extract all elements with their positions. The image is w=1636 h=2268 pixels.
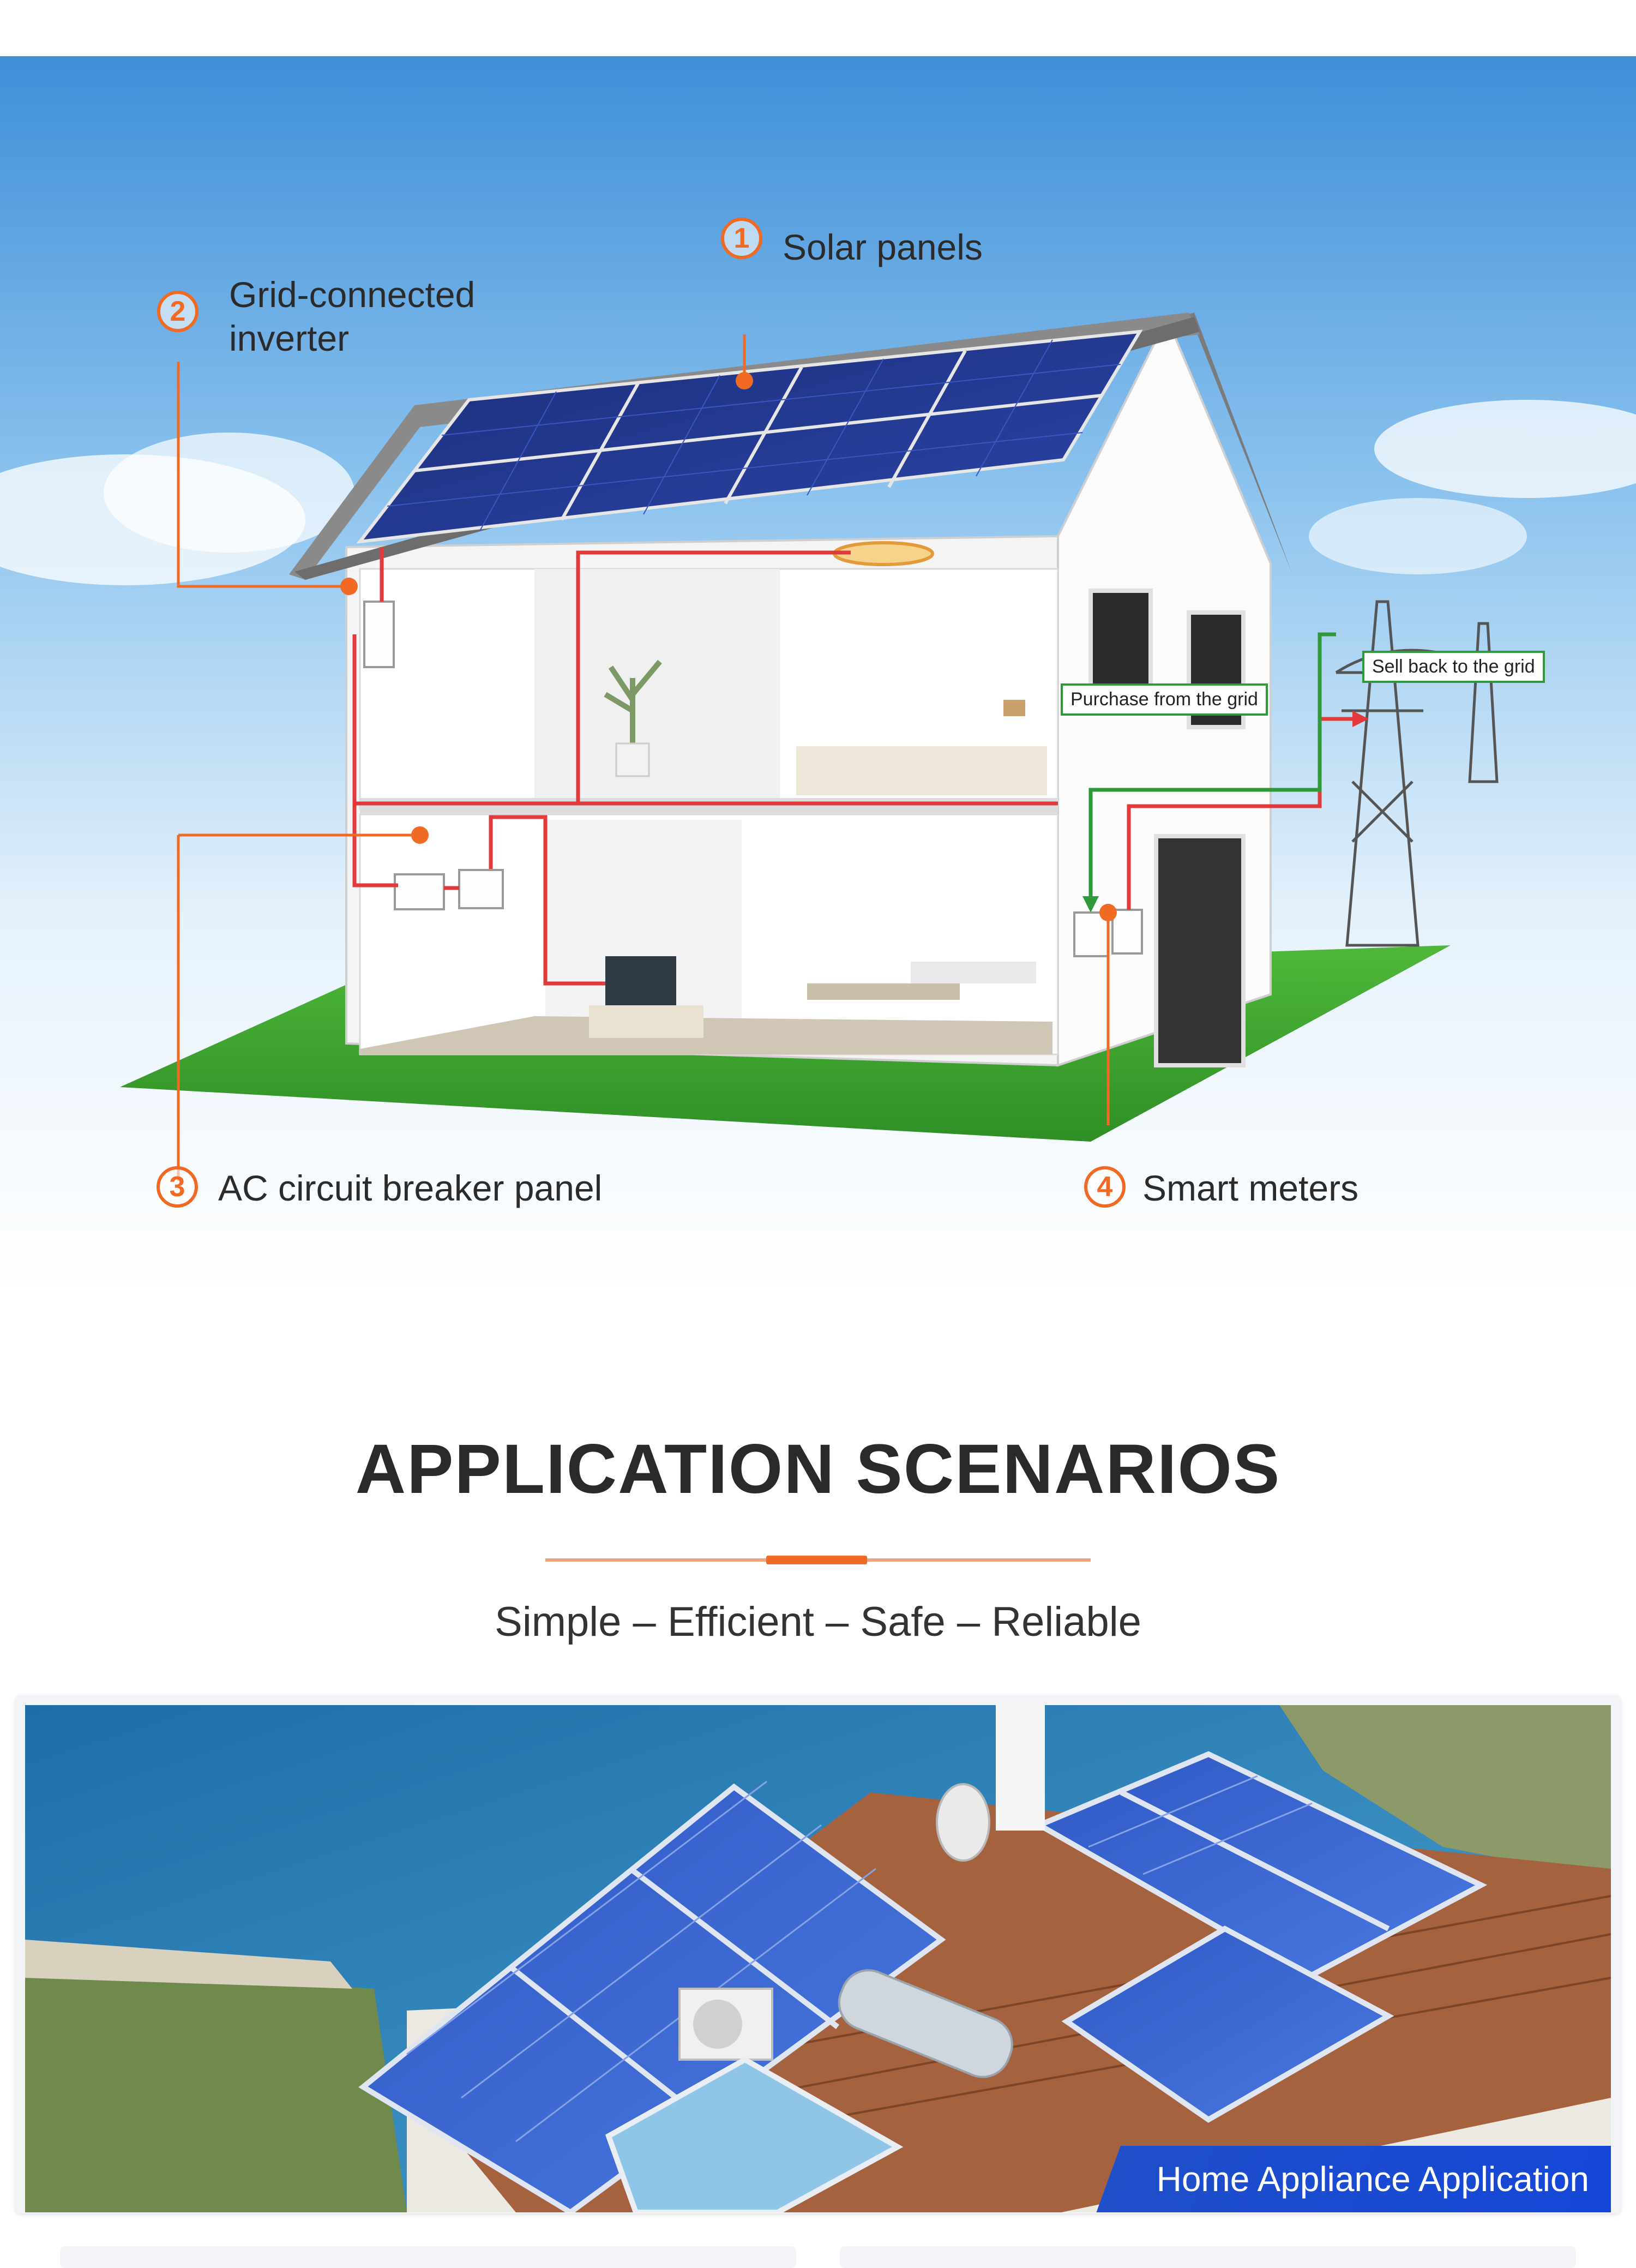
- sell-back-to-grid-tag: Sell back to the grid: [1362, 651, 1545, 683]
- section-subtitle: Simple – Efficient – Safe – Reliable: [495, 1599, 1141, 1645]
- callout-label-smart-meters: Smart meters: [1142, 1168, 1359, 1208]
- rooftop-illustration: [25, 1705, 1611, 2212]
- callout-number-3: 3: [157, 1166, 198, 1208]
- next-scenario-card-left[interactable]: [60, 2246, 796, 2268]
- title-divider-accent: [766, 1556, 867, 1564]
- callout-number-4: 4: [1084, 1166, 1126, 1208]
- scenario-caption-text: Home Appliance Application: [1156, 2159, 1589, 2199]
- rooftop-solar-photo: Home Appliance Application: [25, 1705, 1611, 2212]
- purchase-from-grid-tag: Purchase from the grid: [1061, 683, 1268, 716]
- section-title: APPLICATION SCENARIOS: [355, 1430, 1281, 1508]
- house-illustration: [0, 56, 1636, 1294]
- callout-label-inverter-line2: inverter: [229, 318, 350, 358]
- scenario-card[interactable]: Home Appliance Application: [15, 1695, 1621, 2213]
- callout-label-solar-panels: Solar panels: [783, 227, 983, 267]
- next-scenario-card-right[interactable]: [840, 2246, 1576, 2268]
- callout-label-inverter-line1: Grid-connected: [229, 274, 476, 315]
- callout-number-1: 1: [721, 218, 762, 259]
- callout-label-breaker-panel: AC circuit breaker panel: [218, 1168, 603, 1208]
- callout-number-2: 2: [157, 291, 199, 332]
- scenario-caption: Home Appliance Application: [1085, 2146, 1611, 2212]
- solar-system-diagram: 1 Solar panels 2 Grid-connected inverter…: [0, 56, 1636, 1294]
